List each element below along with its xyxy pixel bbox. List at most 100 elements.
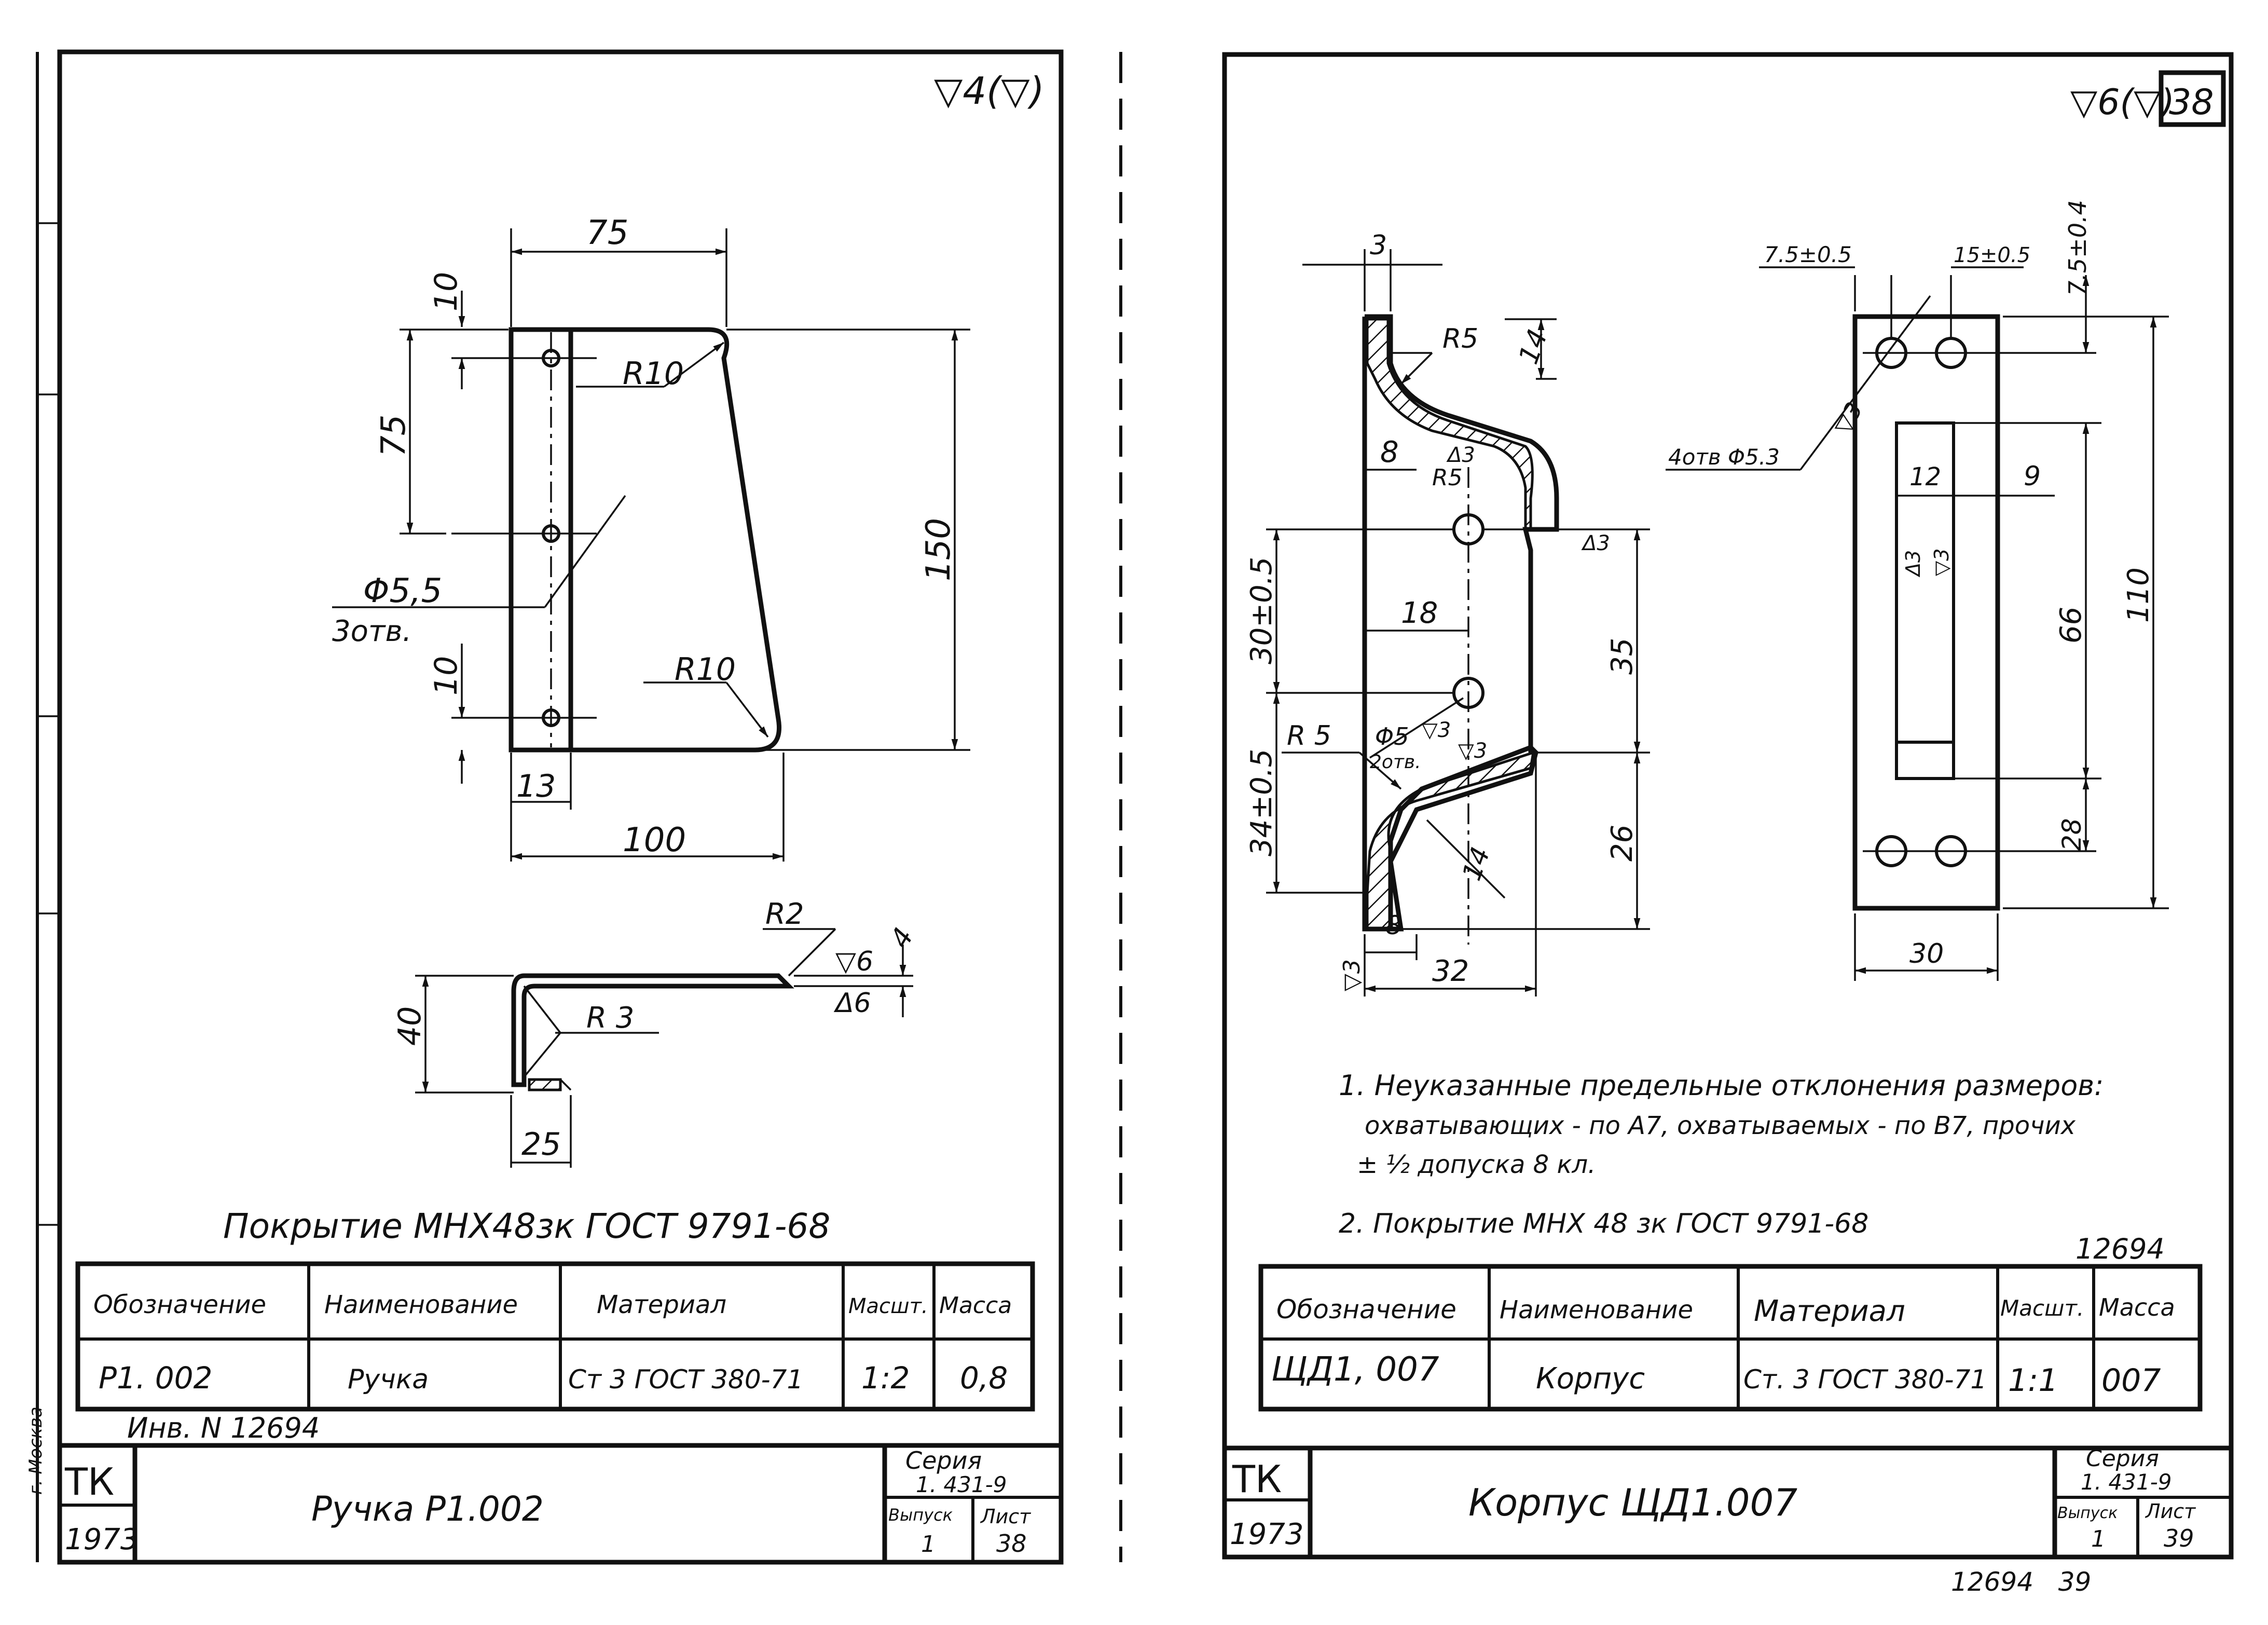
spec-table-right: Обозначение Наименование Материал Масшт.…: [1258, 1264, 2203, 1412]
tol-3b: Δ3: [1581, 531, 1610, 555]
tol-3a: Δ3: [1446, 443, 1475, 467]
td-name-left: Ручка: [348, 1364, 429, 1395]
footer-right: 12694 39: [1951, 1567, 2091, 1597]
dim-66: 66: [2054, 607, 2088, 644]
dim-r10-top: R10: [623, 356, 684, 392]
td-scale-right: 1:1: [2008, 1362, 2058, 1399]
title-block-right: ТК 1973 Корпус ЩД1.007 Серия 1. 431-9 Вы…: [1225, 1445, 2231, 1557]
th-designation-right: Обозначение: [1276, 1294, 1456, 1324]
year-left: 1973: [65, 1523, 139, 1556]
dim-8: 8: [1380, 435, 1399, 469]
series-label-right: Серия: [2086, 1445, 2159, 1472]
td-designation-left: Р1. 002: [99, 1360, 212, 1396]
spec-table-left: Обозначение Наименование Материал Масшт.…: [75, 1261, 1035, 1412]
sheet-title-left: Ручка Р1.002: [311, 1489, 544, 1529]
dim-10-bot: 10: [428, 656, 464, 695]
dim-30w: 30: [1909, 938, 1944, 969]
td-name-right: Корпус: [1536, 1362, 1645, 1396]
roughness-mark-right: ▽6(▽): [2070, 82, 2175, 123]
dim-26: 26: [1605, 825, 1639, 862]
rough-6b: Δ6: [833, 988, 871, 1019]
side-stamp: г. Москва: [25, 1406, 46, 1495]
dim-8-bot: 8: [1385, 910, 1402, 940]
th-designation-left: Обозначение: [93, 1290, 266, 1319]
org-left: ТК: [64, 1460, 114, 1504]
rough-6a: ▽6: [835, 946, 873, 977]
org-right: ТК: [1232, 1457, 1282, 1501]
dim-40: 40: [392, 1006, 428, 1046]
td-mass-left: 0,8: [960, 1360, 1008, 1396]
td-scale-left: 1:2: [861, 1360, 910, 1396]
dim-12: 12: [1909, 462, 1941, 491]
dim-15: 15±0.5: [1954, 243, 2030, 267]
dim-3-top: 3: [1370, 230, 1387, 261]
left-sheet: г. Москва ▽4(▽) 75 10 75 150: [25, 49, 1064, 1565]
tol-3c: ▽3: [1422, 718, 1451, 742]
dim-30: 30±0.5: [1245, 557, 1279, 664]
dim-150: 150: [919, 518, 958, 581]
tol-3e: ▽3: [1339, 959, 1365, 991]
dim-100: 100: [623, 821, 686, 859]
dim-13: 13: [516, 768, 556, 804]
right-sheet: 38 ▽6(▽) 3 R5 14 8 R5 Δ3 Δ3: [1222, 52, 2234, 1597]
dim-110: 110: [2122, 567, 2155, 623]
coating-note-left: Покрытие МНХ48зк ГОСТ 9791-68: [223, 1206, 830, 1246]
dim-28: 28: [2057, 818, 2087, 851]
dim-r5-mid: R5: [1432, 465, 1463, 491]
page-box-right: 38: [2169, 82, 2214, 123]
series-left: 1. 431-9: [916, 1472, 1007, 1497]
td-mass-right: 007: [2101, 1362, 2161, 1399]
tol-3d: ▽3: [1458, 739, 1487, 763]
sheet-no-right: 39: [2164, 1524, 2194, 1552]
dim-holes4: 4отв Φ5.3: [1668, 444, 1780, 470]
th-mass-left: Масса: [939, 1292, 1012, 1319]
housing-section-view: [1362, 314, 1559, 945]
dim-32: 32: [1432, 954, 1469, 988]
handle-front-view: [451, 327, 781, 753]
year-right: 1973: [1230, 1518, 1304, 1551]
dim-34: 34±0.5: [1245, 749, 1279, 856]
tol-3h: ▽3: [1930, 549, 1953, 576]
th-name-left: Наименование: [324, 1290, 518, 1319]
sheet-label-left: Лист: [980, 1505, 1032, 1528]
issue-left: 1: [921, 1531, 936, 1558]
dim-9: 9: [2024, 461, 2041, 492]
dim-holes: 3отв.: [332, 615, 411, 648]
dim-75-top: 75: [586, 214, 628, 252]
right-frame: [1222, 52, 2234, 1560]
dim-r2: R2: [765, 897, 804, 931]
dim-35: 35: [1605, 638, 1639, 675]
series-label-left: Серия: [905, 1446, 982, 1474]
notes-block: 1. Неуказанные предельные отклонения раз…: [1339, 1069, 2104, 1239]
roughness-mark-left: ▽4(▽): [934, 69, 1044, 113]
left-frame: [57, 49, 1064, 1565]
dim-75-left: 75: [375, 415, 413, 457]
tol-3g: Δ3: [1902, 550, 1925, 578]
note-1: 1. Неуказанные предельные отклонения раз…: [1339, 1069, 2104, 1102]
series-right: 1. 431-9: [2081, 1469, 2171, 1495]
dim-r3: R 3: [586, 1001, 634, 1035]
title-block-left: ТК 1973 Ручка Р1.002 Серия 1. 431-9 Выпу…: [60, 1443, 1061, 1562]
sheet-no-left: 38: [996, 1530, 1027, 1558]
dim-14-low: 14: [1456, 843, 1496, 884]
dim-r5-top: R5: [1442, 323, 1478, 354]
note-1b: охватывающих - по А7, охватываемых - по …: [1365, 1111, 2076, 1140]
dim-7-5: 7.5±0.5: [1764, 242, 1852, 267]
th-mass-right: Масса: [2099, 1293, 2175, 1321]
td-material-right: Ст. 3 ГОСТ 380-71: [1743, 1364, 1987, 1395]
housing-plan-view: [1852, 314, 2096, 911]
dim-dia5: Φ5: [1375, 722, 1409, 750]
inv-top-right: 12694: [2075, 1233, 2165, 1265]
dim-r5-low: R 5: [1287, 720, 1331, 752]
dim-dia: Φ5,5: [363, 572, 442, 610]
sheet-title-right: Корпус ЩД1.007: [1468, 1481, 1797, 1524]
issue-label-right: Выпуск: [2057, 1504, 2118, 1522]
th-material-right: Материал: [1754, 1294, 1905, 1328]
handle-side-view: [511, 973, 794, 1091]
dim-18: 18: [1401, 596, 1438, 630]
dim-r10-bot: R10: [675, 651, 736, 688]
th-scale-left: Масшт.: [848, 1294, 928, 1318]
dim-25: 25: [521, 1126, 561, 1163]
th-name-right: Наименование: [1500, 1295, 1693, 1324]
